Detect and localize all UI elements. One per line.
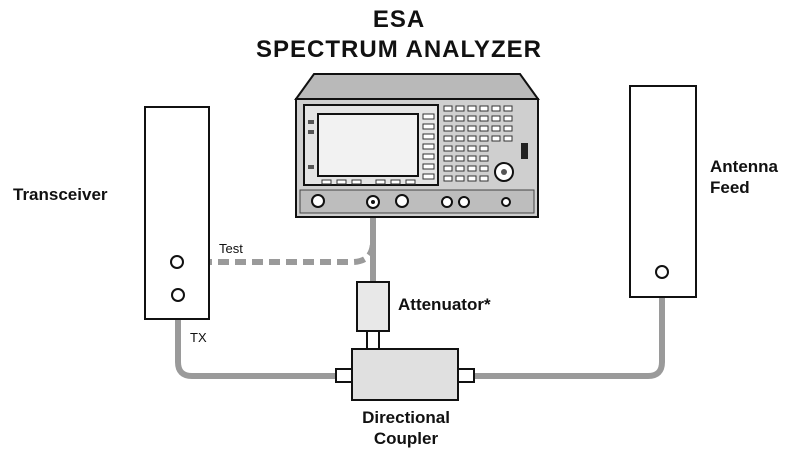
tx-port-label: TX bbox=[190, 330, 207, 345]
test-dashed-cable bbox=[184, 218, 376, 265]
attenuator-body bbox=[356, 281, 390, 332]
transceiver-label: Transceiver bbox=[13, 185, 108, 204]
transceiver-box bbox=[144, 106, 210, 320]
coupler-right-port bbox=[456, 368, 475, 383]
attenuator-connector bbox=[366, 330, 380, 350]
tx-port-connector bbox=[171, 288, 185, 302]
tx-cable bbox=[175, 293, 341, 379]
spectrum-analyzer bbox=[294, 73, 540, 218]
coupler-body bbox=[351, 348, 459, 401]
diagram-title-line2: SPECTRUM ANALYZER bbox=[256, 36, 542, 63]
antenna-cable bbox=[469, 271, 665, 379]
antenna-feed-box bbox=[629, 85, 697, 298]
test-port-connector bbox=[170, 255, 184, 269]
diagram-title-line1: ESA bbox=[372, 6, 426, 33]
coupler-left-port bbox=[335, 368, 354, 383]
analyzer-screen bbox=[317, 113, 419, 177]
coupler-label-line2: Coupler bbox=[373, 429, 439, 448]
test-port-label: Test bbox=[219, 241, 243, 256]
antenna-feed-label-line1: Antenna bbox=[710, 157, 778, 176]
coupler-label-line1: Directional bbox=[362, 408, 450, 427]
antenna-feed-label-line2: Feed bbox=[710, 178, 750, 197]
attenuator-label: Attenuator* bbox=[398, 295, 491, 314]
antenna-port-connector bbox=[655, 265, 669, 279]
